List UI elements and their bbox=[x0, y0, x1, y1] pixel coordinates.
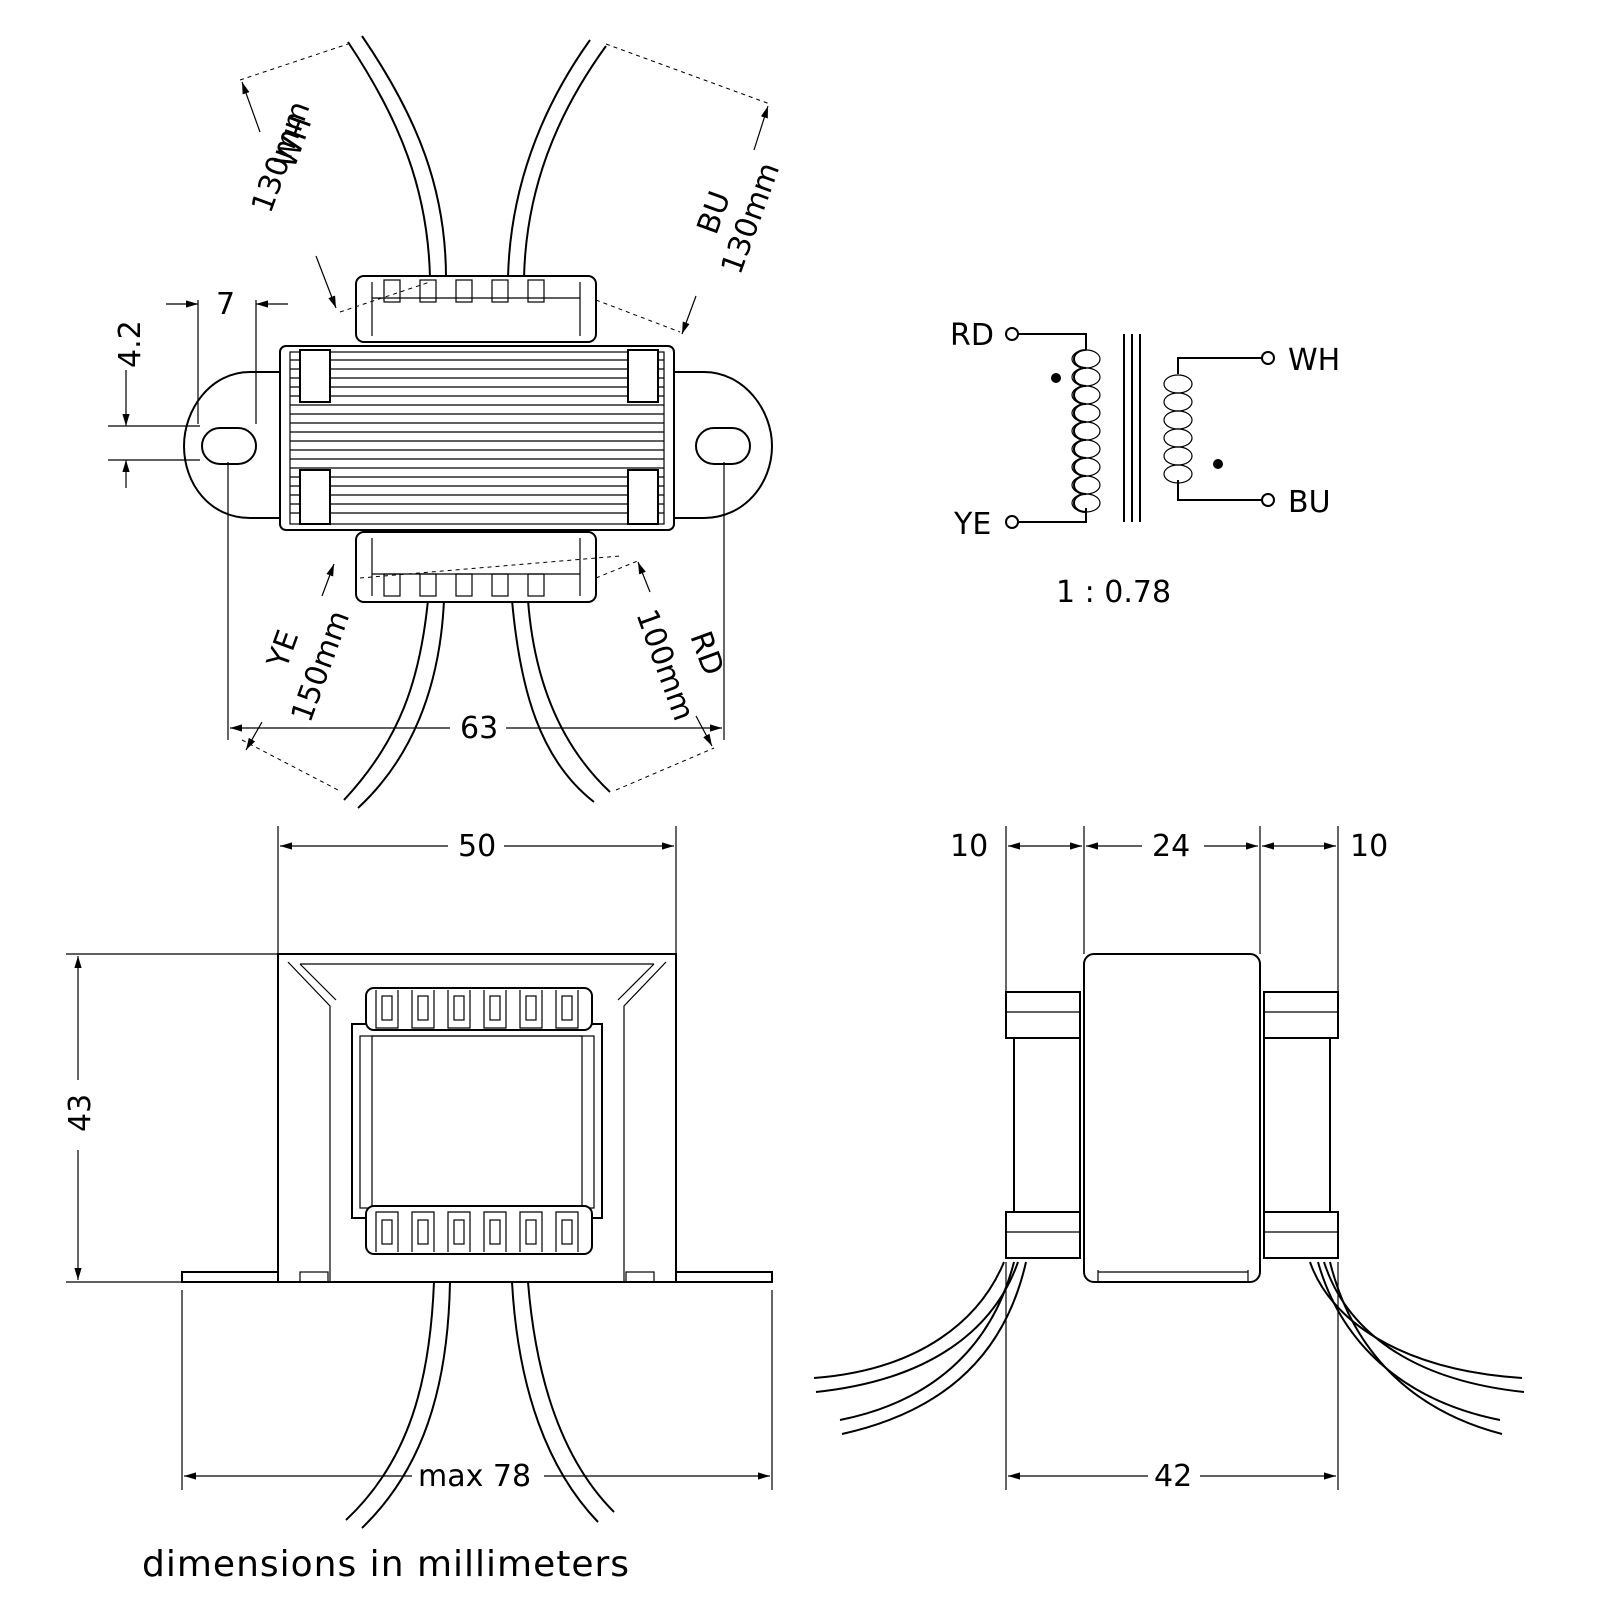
dim-front-width: 50 bbox=[458, 829, 496, 864]
bracket-top-right bbox=[1263, 991, 1339, 1039]
secondary-winding bbox=[1163, 374, 1193, 484]
dim-slot-height: 4.2 bbox=[113, 320, 148, 368]
dim-side-overall: 42 bbox=[1154, 1459, 1192, 1494]
dim-mount-spacing: 63 bbox=[460, 711, 498, 746]
terminal-bu: BU bbox=[1288, 485, 1331, 520]
dim-side-center: 24 bbox=[1152, 829, 1190, 864]
top-view: 7 4.2 63 WH 130mm BU 130mm YE 150mm bbox=[108, 35, 787, 809]
dim-side-right: 10 bbox=[1350, 829, 1388, 864]
lead-rd bbox=[511, 599, 595, 803]
schematic: RD YE WH BU 1 : 0.78 bbox=[950, 318, 1340, 610]
dim-front-overall: max 78 bbox=[418, 1459, 531, 1494]
dim-side-left: 10 bbox=[950, 829, 988, 864]
bobbin-bottom bbox=[355, 531, 597, 603]
terminal-wh: WH bbox=[1288, 343, 1340, 378]
bracket-bottom-right bbox=[1263, 1211, 1339, 1259]
bobbin-top bbox=[355, 275, 597, 343]
mount-slot-left bbox=[201, 427, 257, 465]
dim-front-height: 43 bbox=[63, 1094, 98, 1132]
lead-ye-color: YE bbox=[260, 626, 306, 674]
side-view: 10 24 10 42 bbox=[813, 826, 1525, 1494]
primary-winding bbox=[1071, 349, 1101, 513]
lead-ye bbox=[343, 599, 429, 801]
front-view: 50 43 max 78 bbox=[63, 826, 773, 1529]
dim-slot-width: 7 bbox=[216, 287, 235, 322]
core-laminations bbox=[279, 345, 675, 531]
lead-wh bbox=[347, 41, 431, 279]
terminal-rd: RD bbox=[950, 318, 994, 353]
lead-rd-color: RD bbox=[682, 627, 730, 680]
lead-rd-length: 100mm bbox=[628, 605, 700, 726]
bracket-bottom-left bbox=[1005, 1211, 1081, 1259]
mount-slot-right bbox=[695, 427, 751, 465]
caption: dimensions in millimeters bbox=[142, 1544, 630, 1585]
bracket-top-left bbox=[1005, 991, 1081, 1039]
terminal-ye: YE bbox=[953, 507, 991, 542]
turns-ratio: 1 : 0.78 bbox=[1056, 575, 1171, 610]
bobbin-flange-top bbox=[365, 987, 593, 1031]
lead-bu bbox=[507, 39, 591, 279]
core-side bbox=[1083, 953, 1261, 1283]
bobbin-flange-bottom bbox=[365, 1205, 593, 1255]
